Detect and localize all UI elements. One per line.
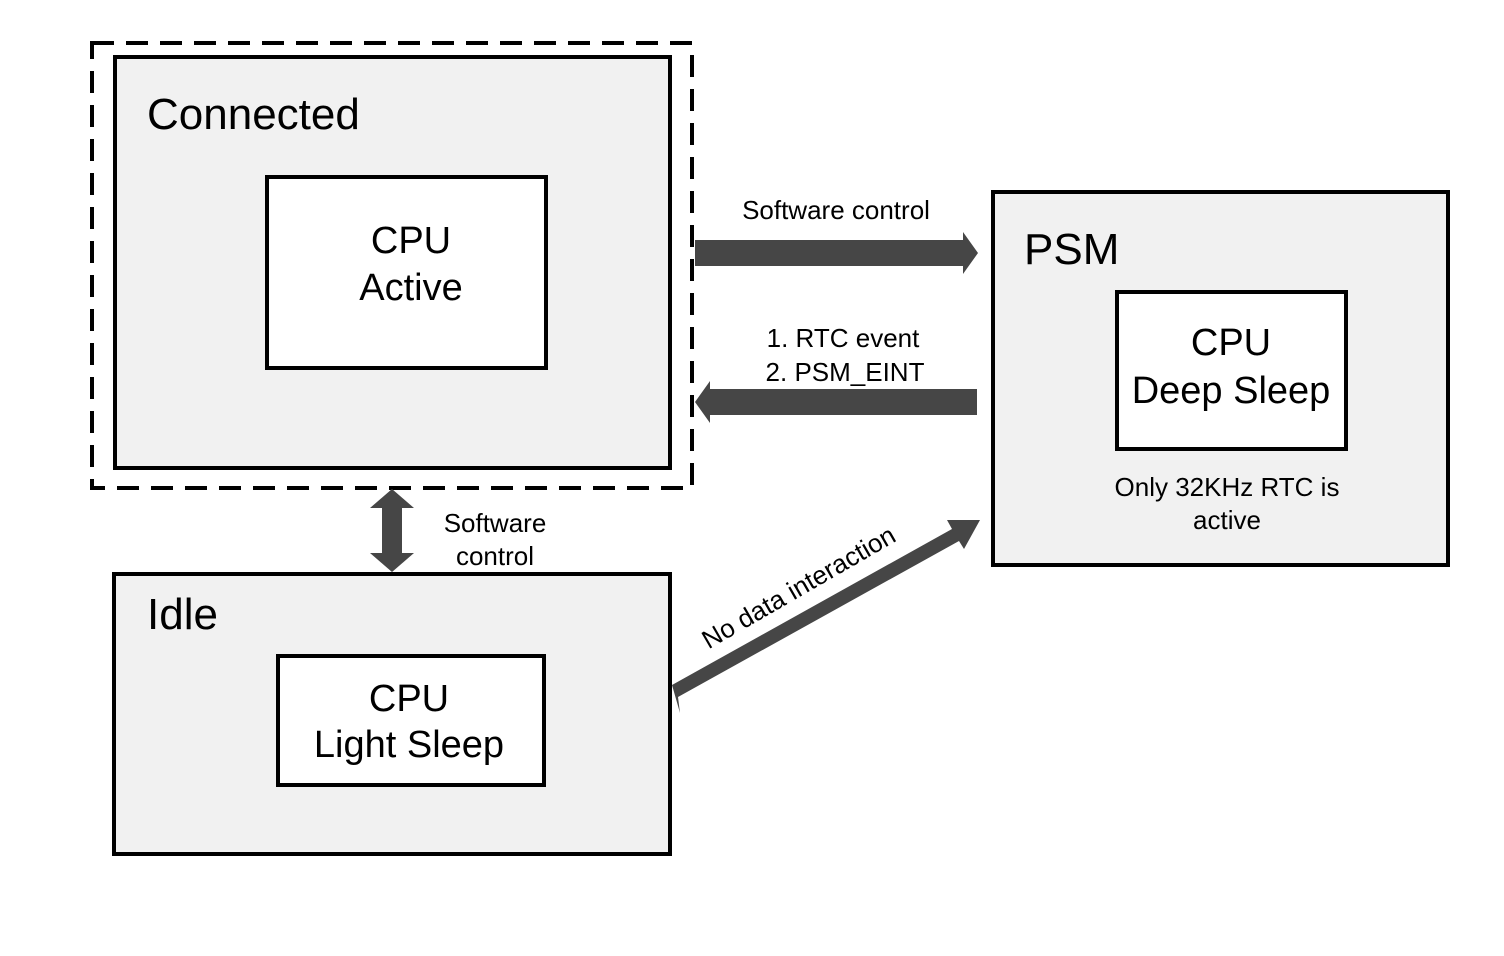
idle-title: Idle: [147, 590, 218, 639]
idle-state: Idle CPU Light Sleep: [112, 572, 672, 856]
label-psm-to-connected-line2: 2. PSM_EINT: [766, 357, 925, 387]
connected-state: Connected CPU Active: [113, 55, 672, 470]
connected-title: Connected: [147, 90, 360, 139]
connected-dashed-outline: [90, 41, 694, 490]
cpu-deep-sleep-box: [1115, 290, 1348, 451]
label-psm-to-connected-line1: 1. RTC event: [767, 323, 920, 353]
cpu-active-line2: Active: [359, 267, 462, 309]
psm-note-line2: active: [1193, 505, 1261, 535]
psm-title: PSM: [1024, 225, 1119, 274]
arrow-idle-to-psm: [672, 520, 980, 713]
arrow-connected-idle: [370, 489, 414, 572]
cpu-light-sleep-line2: Light Sleep: [314, 724, 504, 766]
cpu-deep-sleep-line2: Deep Sleep: [1132, 370, 1331, 412]
cpu-light-sleep-box: [276, 654, 546, 787]
cpu-active-line1: CPU: [371, 220, 451, 262]
psm-note-line1: Only 32KHz RTC is: [1115, 472, 1340, 502]
psm-state: PSM CPU Deep Sleep Only 32KHz RTC is act…: [991, 190, 1450, 567]
label-connected-idle-line1: Software: [444, 508, 547, 538]
arrow-psm-to-connected: [695, 381, 977, 423]
cpu-deep-sleep-line1: CPU: [1191, 322, 1271, 364]
label-connected-idle-line2: control: [456, 541, 534, 571]
cpu-light-sleep-line1: CPU: [369, 678, 449, 720]
cpu-active-box: [265, 175, 548, 370]
label-connected-to-psm: Software control: [742, 195, 930, 225]
arrow-connected-to-psm: [695, 232, 978, 274]
